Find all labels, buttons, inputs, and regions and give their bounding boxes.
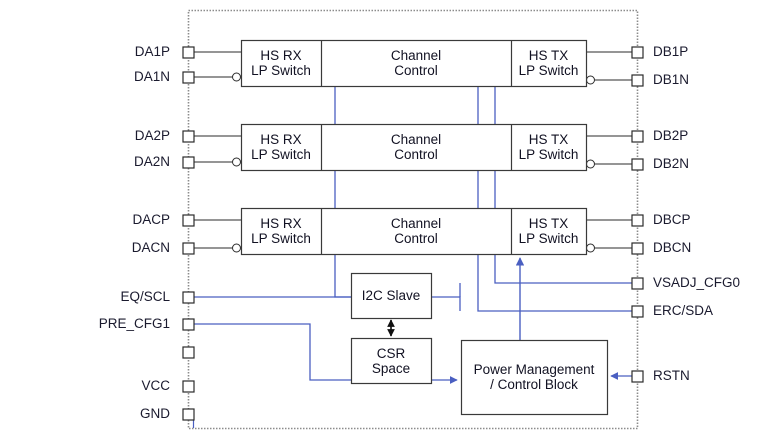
bus-c-to-vsadj (494, 254, 632, 284)
channel-1-tx-n-bubble (586, 75, 595, 85)
channel-1-group (240, 39, 588, 88)
pin-label-GND: GND (140, 406, 170, 421)
pin-label-DBCN: DBCN (653, 240, 692, 255)
channel-2-rx-n-bubble (232, 157, 241, 167)
bus-a-to-i2c (334, 254, 351, 298)
pin-DB1N[interactable] (631, 74, 644, 87)
pin-label-DB1P: DB1P (653, 44, 689, 59)
pin-DB1P[interactable] (631, 46, 644, 59)
channel-clock-hs-tx-label: HS TX LP Switch (518, 216, 579, 246)
pin-RSTN[interactable] (631, 370, 644, 383)
channel-clock-rx-n-bubble (232, 243, 241, 253)
pin-label-RSTN: RSTN (653, 368, 690, 383)
i2c-slave-box (350, 272, 433, 320)
channel-clock-hs-rx-label: HS RX LP Switch (251, 216, 311, 246)
channel-2-hs-tx-label: HS TX LP Switch (518, 132, 579, 162)
pin-label-DA2P: DA2P (134, 128, 170, 143)
pin-label-DA1N: DA1N (133, 69, 170, 84)
pin-DA2N[interactable] (182, 156, 195, 169)
pin-DB2N[interactable] (631, 158, 644, 171)
pin-label-DBCP: DBCP (653, 212, 691, 227)
csr-space-label: CSR Space (371, 345, 411, 376)
bus-b-to-erc (477, 254, 632, 312)
pin-PRE_CFG1[interactable] (182, 318, 195, 331)
pin-VCC[interactable] (182, 380, 195, 393)
pin-label-DACN: DACN (131, 240, 170, 255)
pin-label-VCC: VCC (141, 378, 170, 393)
pin-DBCN[interactable] (631, 242, 644, 255)
pin-DBCP[interactable] (631, 214, 644, 227)
pin-label-ERC_SDA: ERC/SDA (653, 303, 714, 318)
channel-2-channel-control-label: Channel Control (390, 132, 442, 162)
pin-label-DB2N: DB2N (653, 156, 690, 171)
i2c-slave-label: I2C Slave (361, 288, 421, 303)
pin-label-VSADJ_CFG0: VSADJ_CFG0 (653, 275, 741, 290)
pin-label-DA2N: DA2N (133, 154, 170, 169)
pin-unlabeled[interactable] (182, 346, 195, 359)
wires-layer (192, 51, 632, 428)
power-management-label: Power Management / Control Block (473, 362, 595, 392)
pin-ERC_SDA[interactable] (631, 305, 644, 318)
channel-2-hs-rx-label: HS RX LP Switch (251, 132, 311, 162)
channel-clock-channel-control-label: Channel Control (390, 216, 442, 246)
pins-layer (182, 46, 644, 421)
pin-label-DACP: DACP (132, 212, 170, 227)
i2c-right-rail (431, 296, 461, 311)
pin-GND[interactable] (182, 408, 195, 421)
pin-DACP[interactable] (182, 214, 195, 227)
pin-label-DB2P: DB2P (653, 128, 689, 143)
pin-EQ_SCL[interactable] (182, 291, 195, 304)
pin-label-DA1P: DA1P (134, 44, 170, 59)
power-management-box (460, 339, 609, 416)
pin-label-PRE_CFG1: PRE_CFG1 (98, 316, 170, 331)
pin-DA1P[interactable] (182, 46, 195, 59)
csr-space-box (350, 337, 433, 385)
channel-2-group (240, 123, 588, 172)
channel-1-channel-control-label: Channel Control (390, 48, 442, 78)
pin-DB2P[interactable] (631, 130, 644, 143)
channel-1-hs-rx-label: HS RX LP Switch (251, 48, 311, 78)
pin-VSADJ_CFG0[interactable] (631, 277, 644, 290)
channel-clock-group (240, 207, 588, 256)
pin-label-DB1N: DB1N (653, 72, 690, 87)
channel-2-tx-n-bubble (586, 159, 595, 169)
boxes-layer (240, 39, 609, 416)
pin-DA1N[interactable] (182, 71, 195, 84)
channel-1-hs-tx-label: HS TX LP Switch (518, 48, 579, 78)
channel-1-rx-n-bubble (232, 72, 241, 82)
pin-label-EQ_SCL: EQ/SCL (120, 289, 170, 304)
channel-clock-tx-n-bubble (586, 243, 595, 253)
pin-DACN[interactable] (182, 242, 195, 255)
pin-DA2P[interactable] (182, 130, 195, 143)
